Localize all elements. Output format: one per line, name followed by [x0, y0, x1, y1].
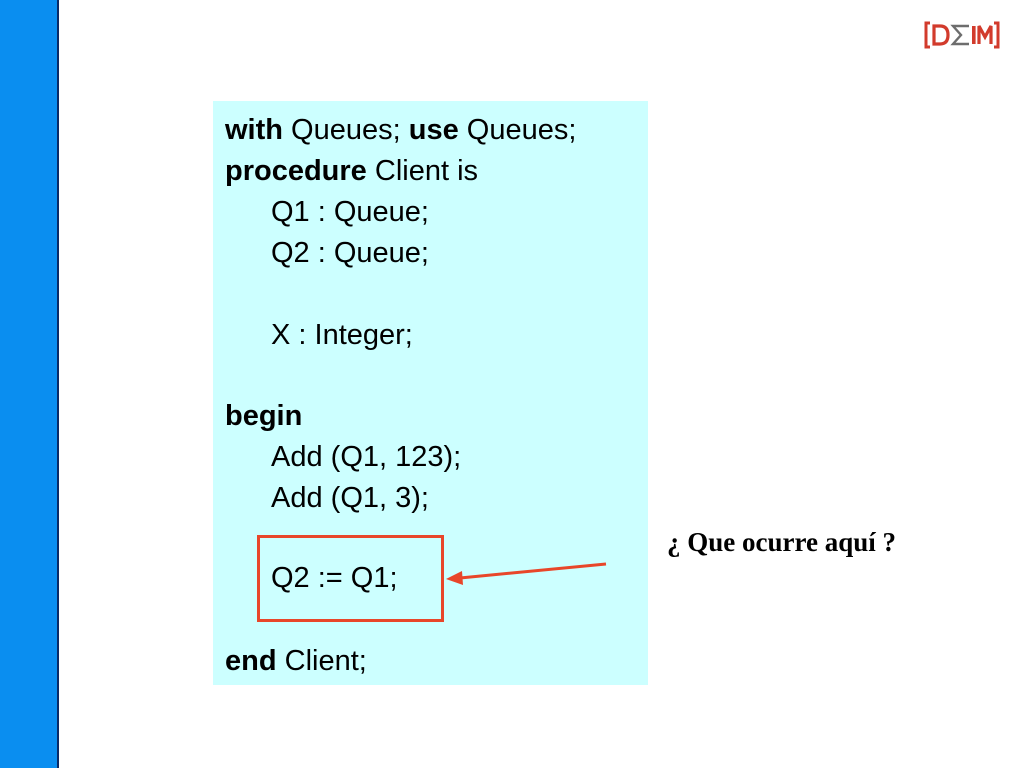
keyword-begin: begin — [225, 400, 303, 432]
code-listing-panel — [213, 101, 648, 685]
code-line-q1-decl: Q1 : Queue; — [271, 196, 429, 228]
code-line-end: end Client; — [225, 641, 367, 681]
keyword-with: with — [225, 114, 283, 146]
code-line-x-decl: X : Integer; — [271, 319, 413, 351]
code-text-queues-2: Queues; — [458, 114, 577, 146]
code-line-begin: begin — [225, 396, 302, 436]
arrow-icon — [446, 562, 607, 585]
code-line-procedure: procedure Client is — [225, 151, 478, 191]
left-accent-bar — [0, 0, 59, 768]
code-line-q2-decl: Q2 : Queue; — [271, 237, 429, 269]
question-text: ¿ Que ocurre aquí ? — [667, 527, 896, 557]
code-text-queues: Queues; — [283, 114, 409, 146]
highlight-box — [257, 535, 444, 622]
code-line-assignment: Q2 := Q1; — [271, 562, 398, 594]
code-line-add-123: Add (Q1, 123); — [271, 441, 462, 473]
code-line-with-use: with Queues; use Queues; — [225, 110, 576, 150]
dsim-logo-icon — [924, 21, 1000, 49]
code-text-client: Client; — [276, 645, 367, 677]
keyword-procedure: procedure — [225, 155, 367, 187]
keyword-end: end — [225, 645, 277, 677]
code-line-add-3: Add (Q1, 3); — [271, 482, 429, 514]
keyword-use: use — [408, 114, 459, 146]
code-text-client-is: Client is — [366, 155, 479, 187]
